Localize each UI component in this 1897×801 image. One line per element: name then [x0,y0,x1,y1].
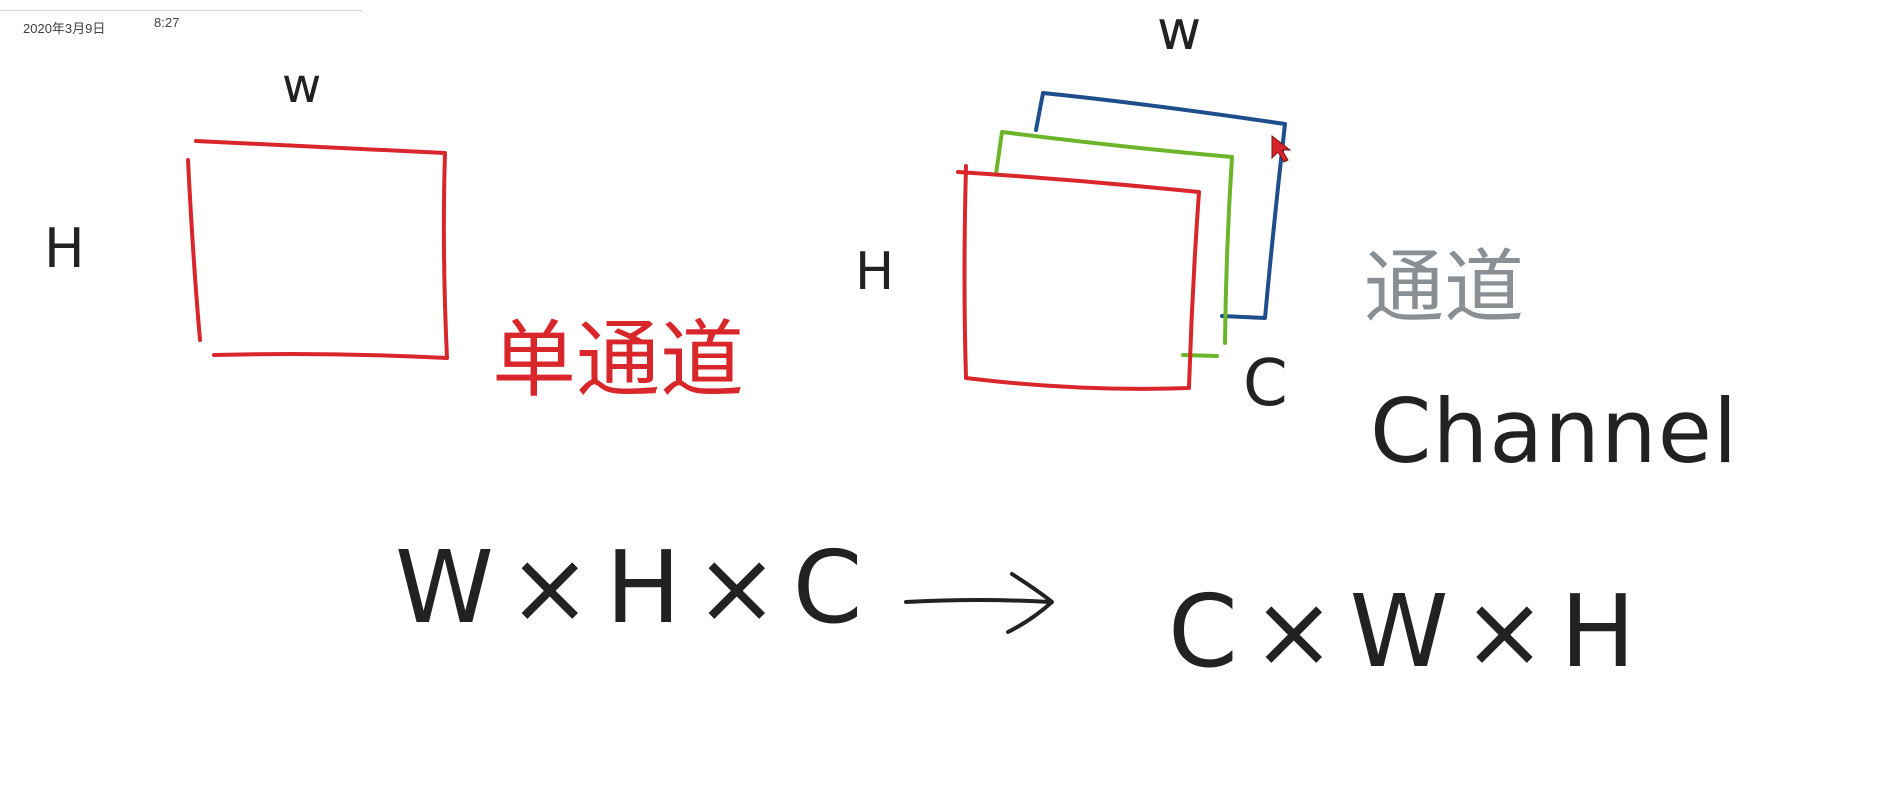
formula-left: W×H×C [395,529,877,646]
single-channel-rectangle [186,139,449,360]
note-time: 8:27 [154,15,180,30]
channel-layer-red [956,164,1201,391]
transform-arrow-icon [904,572,1054,634]
channel-caption-en: Channel [1370,380,1739,483]
single-height-label: H [44,217,85,280]
note-date: 2020年3月9日 [23,21,106,36]
multi-width-label: w [1157,0,1202,62]
multi-height-label: H [855,242,895,302]
single-channel-caption: 单通道 [492,311,745,409]
channel-layer-blue [1034,91,1287,320]
channel-label: C [1243,347,1288,421]
cursor-icon [1271,134,1292,163]
channel-caption-cn: 通道 [1364,241,1524,334]
single-width-label: w [282,58,322,114]
header-divider [0,10,362,11]
formula-right: C×W×H [1168,573,1650,690]
